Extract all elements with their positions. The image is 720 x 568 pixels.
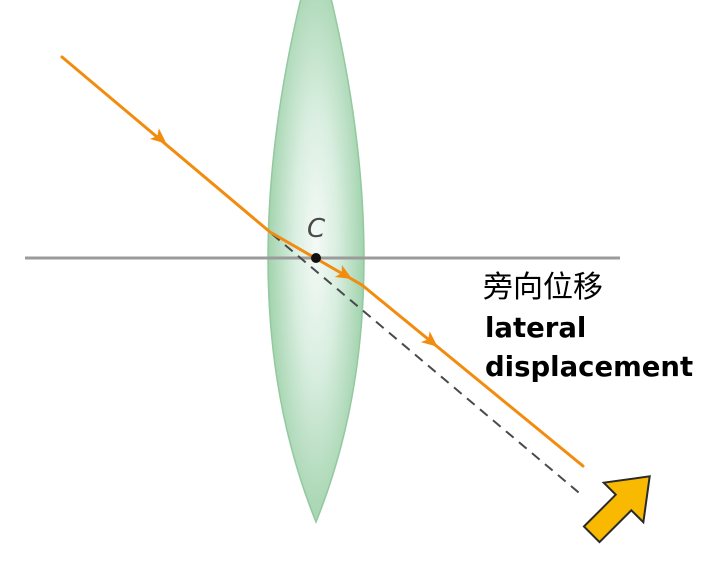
incident-ray [60, 55, 272, 234]
optical-center-dot [311, 253, 321, 263]
arrow-up-right-icon [582, 475, 651, 544]
incident-ray-arrowhead-icon [149, 128, 167, 144]
emergent-ray-arrowhead-icon [420, 331, 438, 347]
lens-ray-arrowhead-icon [334, 264, 353, 279]
lateral-displacement-label-line1: lateral [485, 312, 586, 344]
lateral-displacement-label-zh: 旁向位移 [483, 270, 603, 305]
lateral-displacement-label-line2: displacement [485, 351, 693, 383]
optical-center-label: C [307, 214, 326, 244]
emergent-ray [360, 283, 585, 468]
incident-ray-extension-dashed [271, 233, 585, 498]
